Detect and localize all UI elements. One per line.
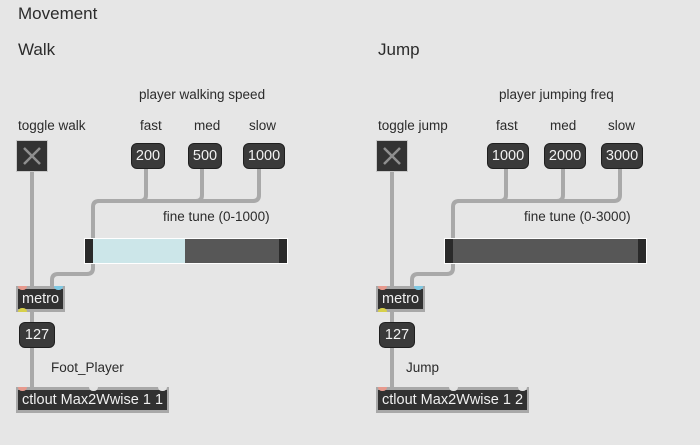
toggle-jump[interactable] bbox=[376, 140, 408, 172]
preset-value-jump-slow[interactable]: 3000 bbox=[601, 143, 643, 169]
slider-label-jump: fine tune (0-3000) bbox=[524, 209, 631, 224]
object-ctlout-jump[interactable]: ctlout Max2Wwise 1 2 bbox=[376, 387, 530, 413]
ctlout-jump-inlet-middle[interactable] bbox=[448, 387, 458, 391]
cord-walk-med-to-slider bbox=[97, 166, 204, 203]
object-ctlout-walk[interactable]: ctlout Max2Wwise 1 1 bbox=[16, 387, 170, 413]
preset-label-walk-slow: slow bbox=[249, 118, 277, 133]
group-label-jumping-freq: player jumping freq bbox=[499, 87, 614, 102]
preset-label-walk-fast: fast bbox=[140, 118, 162, 133]
object-metro-jump[interactable]: metro bbox=[376, 286, 426, 312]
slider-jump-track bbox=[445, 239, 646, 263]
section-heading-jump: Jump bbox=[378, 40, 420, 59]
slider-walk-track bbox=[185, 239, 287, 263]
slider-walk-fill bbox=[85, 239, 185, 263]
metro-walk-inlet-right[interactable] bbox=[54, 286, 64, 290]
slider-walk-knob[interactable] bbox=[85, 239, 93, 263]
output-label-walk: Foot_Player bbox=[51, 360, 124, 375]
ctlout-walk-inlet-right[interactable] bbox=[158, 387, 168, 391]
preset-label-walk-med: med bbox=[194, 118, 221, 133]
x-cross-icon bbox=[383, 147, 401, 165]
preset-label-jump-med: med bbox=[550, 118, 577, 133]
x-cross-icon bbox=[23, 147, 41, 165]
toggle-jump-label: toggle jump bbox=[378, 118, 448, 133]
slider-walk-end-cap bbox=[279, 239, 287, 263]
ctlout-jump-text: ctlout Max2Wwise 1 2 bbox=[378, 390, 528, 410]
metro-jump-outlet[interactable] bbox=[378, 308, 387, 312]
cord-walk-slow-to-slider bbox=[97, 166, 261, 203]
object-metro-walk[interactable]: metro bbox=[16, 286, 66, 312]
preset-value-walk-slow[interactable]: 1000 bbox=[243, 143, 285, 169]
cord-jump-fast-to-slider bbox=[451, 166, 508, 242]
slider-jump-fine-tune[interactable] bbox=[444, 238, 647, 264]
cord-jump-slider-to-metro bbox=[410, 262, 455, 290]
slider-jump-end-cap bbox=[638, 239, 646, 263]
metro-jump-inlet-right[interactable] bbox=[414, 286, 424, 290]
preset-label-jump-slow: slow bbox=[608, 118, 636, 133]
velocity-value-jump[interactable]: 127 bbox=[379, 322, 415, 348]
preset-value-walk-med[interactable]: 500 bbox=[188, 143, 222, 169]
velocity-value-walk[interactable]: 127 bbox=[19, 322, 55, 348]
slider-jump-knob[interactable] bbox=[445, 239, 453, 263]
cord-walk-fast-to-slider bbox=[91, 166, 148, 242]
metro-jump-inlet-left[interactable] bbox=[378, 286, 387, 290]
preset-label-jump-fast: fast bbox=[496, 118, 518, 133]
metro-walk-outlet[interactable] bbox=[18, 308, 27, 312]
cord-jump-slow-to-slider bbox=[457, 166, 622, 203]
ctlout-walk-text: ctlout Max2Wwise 1 1 bbox=[18, 390, 168, 410]
section-heading-walk: Walk bbox=[18, 40, 56, 59]
ctlout-jump-inlet-left[interactable] bbox=[378, 387, 387, 391]
toggle-walk[interactable] bbox=[16, 140, 48, 172]
metro-walk-text: metro bbox=[18, 289, 64, 309]
preset-value-jump-fast[interactable]: 1000 bbox=[487, 143, 529, 169]
cord-walk-slider-to-metro bbox=[50, 262, 95, 290]
output-label-jump: Jump bbox=[406, 360, 440, 375]
group-label-walking-speed: player walking speed bbox=[139, 87, 266, 102]
preset-value-jump-med[interactable]: 2000 bbox=[544, 143, 586, 169]
ctlout-walk-inlet-left[interactable] bbox=[18, 387, 27, 391]
metro-jump-text: metro bbox=[378, 289, 424, 309]
metro-walk-inlet-left[interactable] bbox=[18, 286, 27, 290]
slider-label-walk: fine tune (0-1000) bbox=[163, 209, 270, 224]
page-title: Movement bbox=[18, 4, 98, 23]
ctlout-walk-inlet-middle[interactable] bbox=[88, 387, 98, 391]
preset-value-walk-fast[interactable]: 200 bbox=[131, 143, 165, 169]
cord-jump-med-to-slider bbox=[457, 166, 565, 203]
slider-walk-fine-tune[interactable] bbox=[84, 238, 288, 264]
ctlout-jump-inlet-right[interactable] bbox=[518, 387, 528, 391]
toggle-walk-label: toggle walk bbox=[18, 118, 86, 133]
